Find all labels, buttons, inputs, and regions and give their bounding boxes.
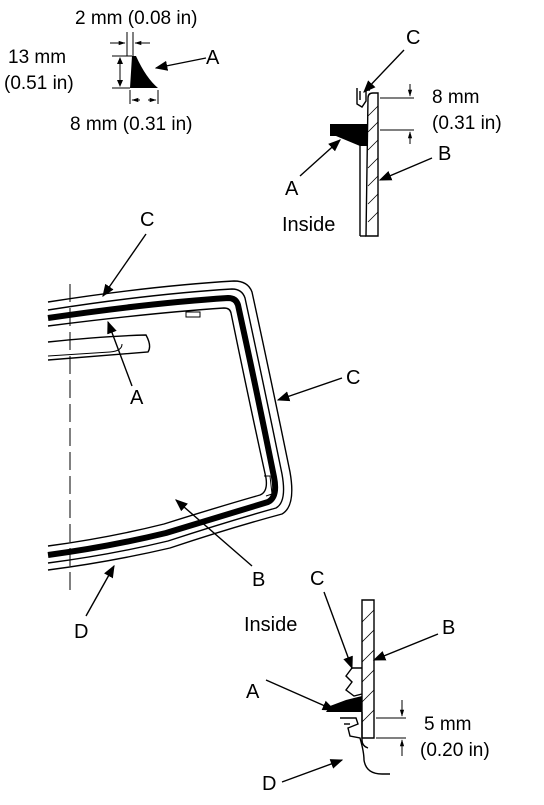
bottom-section-label-d: D — [262, 773, 276, 795]
top-section-inside-label: Inside — [282, 214, 335, 236]
windshield-view: C A C B D — [47, 209, 360, 643]
top-section-label-b: B — [438, 143, 451, 165]
windshield-label-a: A — [130, 387, 144, 409]
bead-top-width-label: 2 mm (0.08 in) — [75, 8, 197, 29]
bead-height-label-1: 13 mm — [8, 47, 66, 68]
bottom-section-label-a: A — [246, 681, 260, 703]
top-gap-label-1: 8 mm — [432, 87, 480, 108]
bottom-gap-label-2: (0.20 in) — [420, 740, 490, 761]
windshield-label-c-top: C — [140, 209, 154, 231]
adhesive-bead-detail: 2 mm (0.08 in) 13 mm (0.51 in) 8 mm (0.3… — [4, 8, 220, 135]
bead-base-width-label: 8 mm (0.31 in) — [70, 114, 192, 135]
top-section-label-a: A — [285, 178, 299, 200]
top-gap-label-2: (0.31 in) — [432, 113, 502, 134]
windshield-label-c-right: C — [346, 367, 360, 389]
bead-label-a: A — [206, 47, 220, 69]
top-section-label-c: C — [406, 27, 420, 49]
bottom-section-detail: C Inside B A 5 mm (0.20 in) — [244, 568, 490, 795]
bottom-section-inside-label: Inside — [244, 614, 297, 636]
adhesive-bead-profile — [130, 56, 158, 88]
top-section-detail: C 8 mm (0.31 in) B A Inside — [282, 27, 502, 237]
bead-height-label-2: (0.51 in) — [4, 73, 74, 94]
bottom-gap-label-1: 5 mm — [424, 714, 472, 735]
windshield-label-d: D — [74, 621, 88, 643]
windshield-label-b: B — [252, 569, 265, 591]
bottom-section-label-b: B — [442, 617, 455, 639]
bottom-section-label-c: C — [310, 568, 324, 590]
